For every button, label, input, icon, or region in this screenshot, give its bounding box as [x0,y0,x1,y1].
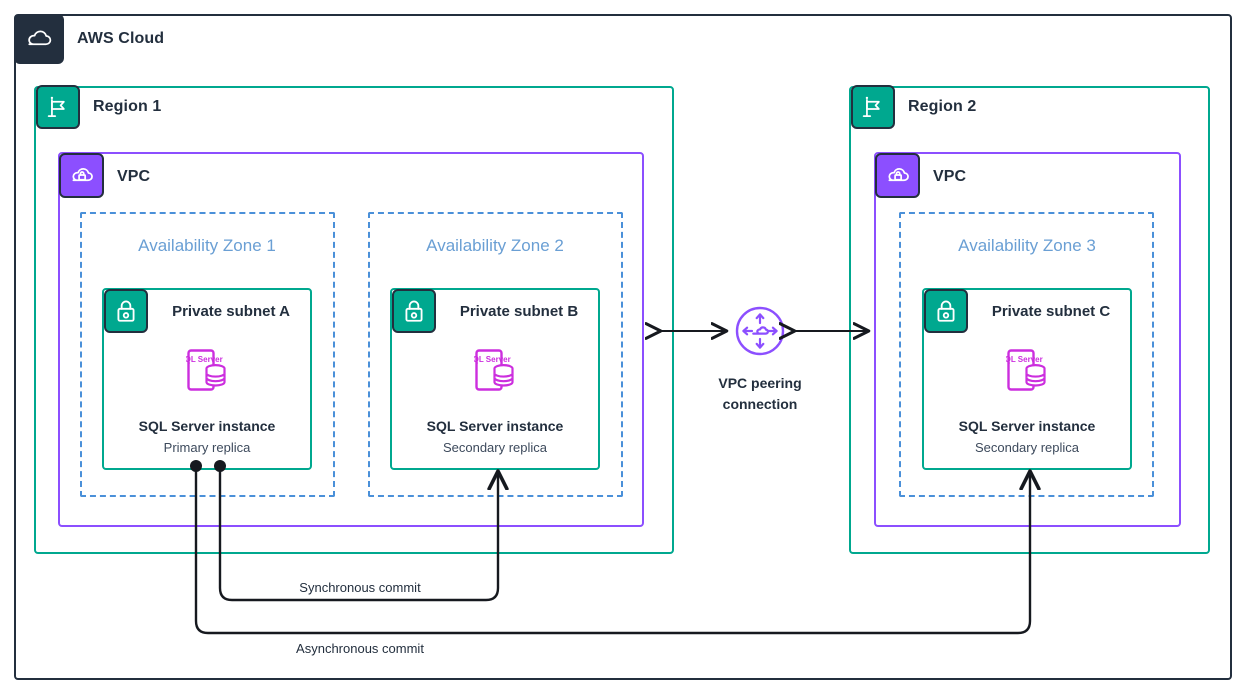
vpc-peering-label-line2: connection [722,396,798,412]
svg-text:SQL Server: SQL Server [474,355,511,364]
private-subnet-lock-icon [104,289,148,333]
availability-zone-1-label: Availability Zone 1 [138,236,276,255]
region-2-vpc-label: VPC [933,168,967,185]
region-2-label: Region 2 [908,98,977,115]
private-subnet-b-label: Private subnet B [459,303,579,320]
vpc-peering-icon[interactable] [735,306,785,361]
region-1-label: Region 1 [93,98,162,115]
availability-zone-2-label: Availability Zone 2 [426,236,564,255]
sql-instance-a-title: SQL Server instance [138,418,276,434]
availability-zone-3-label: Availability Zone 3 [958,236,1096,255]
sql-instance-b-title: SQL Server instance [426,418,564,434]
sql-instance-c-subtitle: Secondary replica [974,440,1080,455]
vpc-peering-label-line1: VPC peering [718,375,802,391]
region-flag-icon [36,85,80,129]
region-1-vpc-label: VPC [117,168,151,185]
sql-instance-b-subtitle: Secondary replica [442,440,548,455]
sql-server-icon: SQL Server [467,348,518,399]
region-flag-icon [851,85,895,129]
asynchronous-commit-label: Asynchronous commit [296,641,424,656]
svg-text:SQL Server: SQL Server [186,355,223,364]
private-subnet-c-label: Private subnet C [991,303,1111,320]
private-subnet-lock-icon [924,289,968,333]
sql-instance-a-subtitle: Primary replica [163,440,251,455]
private-subnet-a-label: Private subnet A [172,303,290,320]
private-subnet-lock-icon [392,289,436,333]
synchronous-commit-label: Synchronous commit [299,580,421,595]
vpc-cloud-lock-icon [59,153,104,198]
aws-cloud-boundary [14,14,1232,680]
sql-server-icon: SQL Server [179,348,230,399]
svg-text:SQL Server: SQL Server [1006,355,1043,364]
sql-instance-c-title: SQL Server instance [958,418,1096,434]
sql-server-icon: SQL Server [999,348,1050,399]
aws-cloud-label: AWS Cloud [77,30,165,47]
vpc-cloud-lock-icon [875,153,920,198]
aws-cloud-icon [14,14,64,64]
